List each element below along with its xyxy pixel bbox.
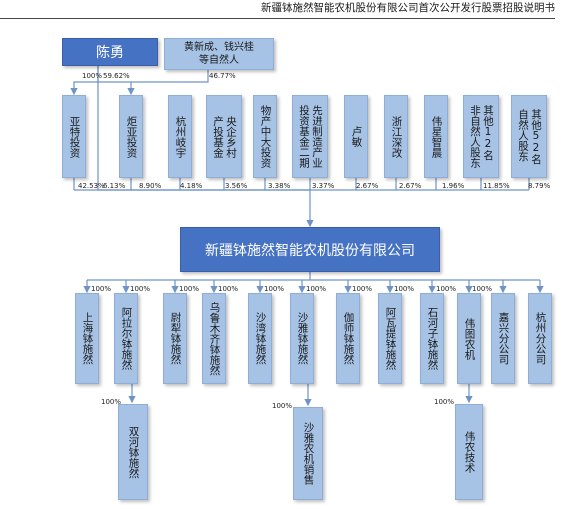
shareholder-other-non-natural: 其他12名 非自然人股东 [463, 95, 499, 178]
shareholder-label: 伟星智晨 [430, 115, 443, 158]
subsidiary-shaya-sales: 沙雅农机销售 [293, 407, 323, 500]
shareholder-label: 浙江深改 [390, 115, 403, 158]
subsidiary-shanghai: 上海钵施然 [75, 293, 99, 384]
subsidiary-label: 伟农技术 [463, 431, 476, 473]
issuer-company: 新疆钵施然智能农机股份有限公司 [180, 227, 440, 272]
pct-shuanghe: 100% [101, 398, 122, 406]
subsidiary-alar: 阿拉尔钵施然 [114, 293, 138, 384]
pct-other-natural: 8.79% [528, 182, 551, 190]
subsidiary-label: 杭州分公司 [534, 312, 547, 365]
subsidiary-label: 沙雅农机销售 [302, 422, 315, 485]
branch-jiaxing: 嘉兴分公司 [491, 293, 515, 384]
shareholder-advanced-manufacturing-fund: 先进制造产业 投资基金二期 [292, 95, 328, 178]
shareholder-label: 先进制造产业 投资基金二期 [298, 105, 323, 168]
pct-yate: 42.53% [78, 182, 105, 190]
shareholder-hangzhou-qiyu: 杭州岐宇 [168, 95, 192, 178]
pct-chen-juya: 59.62% [103, 72, 130, 80]
pct-hangzhou-qiyu: 4.18% [180, 182, 203, 190]
subsidiary-label: 嘉兴分公司 [497, 312, 510, 365]
pct-sub-shanghai: 100% [91, 285, 112, 293]
shareholder-label: 卢敏 [350, 126, 363, 147]
pct-wuchan-zhongda: 3.38% [268, 182, 291, 190]
shareholder-label: 其他52名 自然人股东 [517, 108, 542, 165]
shareholder-other-natural: 其他52名 自然人股东 [511, 95, 547, 178]
branch-hangzhou: 杭州分公司 [528, 293, 552, 384]
subsidiary-yuli: 尉犁钵施然 [163, 293, 187, 384]
pct-central-fund: 3.56% [225, 182, 248, 190]
subsidiary-jiashi: 伽师钵施然 [336, 293, 360, 384]
pct-lu-min: 2.67% [356, 182, 379, 190]
pct-sub-yuli: 100% [179, 285, 200, 293]
shareholder-zhejiang-shengai: 浙江深改 [384, 95, 408, 178]
subsidiary-urumqi: 乌鲁木齐钵施然 [202, 293, 226, 384]
pct-other-non-natural: 11.85% [483, 182, 510, 190]
shareholder-weixing-zhichen: 伟星智晨 [424, 95, 448, 178]
shareholder-label: 物产中大投资 [259, 105, 272, 168]
pct-sub-jiashi: 100% [352, 285, 373, 293]
shareholder-lu-min: 卢敏 [344, 95, 368, 178]
subsidiary-label: 伟图农机 [463, 317, 476, 360]
shareholder-label: 其他12名 非自然人股东 [469, 105, 494, 168]
subsidiary-label: 沙雅钵施然 [296, 312, 309, 365]
subsidiary-shuanghe: 双河钵施然 [118, 404, 148, 500]
pct-shaya-sales: 100% [272, 402, 293, 410]
pct-sub-awati: 100% [394, 285, 415, 293]
shareholder-label: 央企乡村 产投基金 [212, 115, 237, 158]
shareholder-central-fund: 央企乡村 产投基金 [206, 95, 242, 178]
subsidiary-label: 沙湾钵施然 [254, 312, 267, 365]
shareholder-yate: 亚特投资 [62, 95, 86, 178]
subsidiary-label: 尉犁钵施然 [169, 312, 182, 365]
pct-weixing-zhichen: 1.96% [442, 182, 465, 190]
subsidiary-label: 阿拉尔钵施然 [120, 307, 133, 370]
shareholder-juya: 炬亚投资 [119, 95, 143, 178]
subsidiary-label: 上海钵施然 [81, 312, 94, 365]
subsidiary-awati: 阿瓦提钵施然 [378, 293, 402, 384]
shareholder-label: 亚特投资 [68, 115, 81, 158]
pct-chen-direct: 6.13% [103, 182, 126, 190]
owner-natural-persons: 黄新成、钱兴桂 等自然人 [164, 38, 274, 70]
pct-natural-juya: 46.77% [209, 72, 236, 80]
subsidiary-label: 双河钵施然 [127, 425, 140, 479]
shareholder-wuchan-zhongda: 物产中大投资 [253, 95, 277, 178]
subsidiary-weitu: 伟图农机 [457, 293, 481, 384]
owner-chen-yong: 陈勇 [62, 38, 158, 66]
owner-chen-yong-label: 陈勇 [96, 45, 124, 61]
page-header: 新疆钵施然智能农机股份有限公司首次公开发行股票招股说明书 [0, 0, 555, 19]
pct-sub-shaya: 100% [306, 285, 327, 293]
subsidiary-shaya: 沙雅钵施然 [290, 293, 314, 384]
pct-sub-alar: 100% [130, 285, 151, 293]
shareholder-label: 炬亚投资 [125, 115, 138, 158]
pct-sub-shawan: 100% [264, 285, 285, 293]
subsidiary-shihezi: 石河子钵施然 [420, 293, 444, 384]
pct-weinong: 100% [434, 398, 455, 406]
pct-sub-urumqi: 100% [218, 285, 239, 293]
pct-chen-yate: 100% [82, 72, 103, 80]
pct-sub-shihezi: 100% [436, 285, 457, 293]
subsidiary-weinong: 伟农技术 [455, 404, 483, 500]
subsidiary-label: 伽师钵施然 [342, 312, 355, 365]
subsidiary-label: 阿瓦提钵施然 [384, 307, 397, 370]
issuer-company-label: 新疆钵施然智能农机股份有限公司 [205, 242, 415, 259]
subsidiary-label: 乌鲁木齐钵施然 [208, 301, 221, 376]
pct-zhejiang-shengai: 2.67% [399, 182, 422, 190]
pct-sub-weitu: 100% [472, 285, 493, 293]
pct-advanced-manufacturing-fund: 3.37% [312, 182, 335, 190]
shareholder-label: 杭州岐宇 [174, 115, 187, 158]
owner-natural-persons-label: 黄新成、钱兴桂 等自然人 [184, 42, 254, 66]
subsidiary-shawan: 沙湾钵施然 [248, 293, 272, 384]
subsidiary-label: 石河子钵施然 [426, 307, 439, 370]
pct-juya: 8.90% [139, 182, 162, 190]
